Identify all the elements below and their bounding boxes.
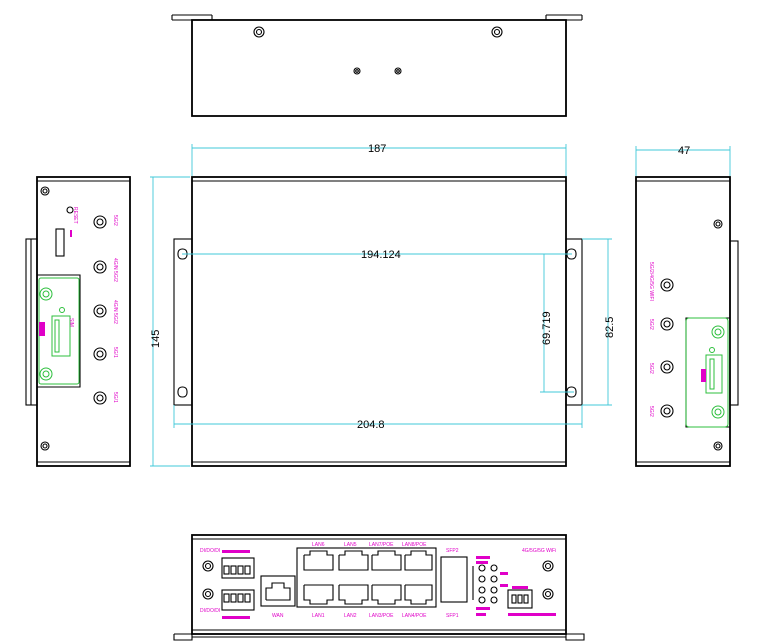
sfp2-label: SFP2 xyxy=(446,548,459,554)
left-ant-label-1: 5G/2 xyxy=(112,215,118,226)
lan7-label: LAN7/POE xyxy=(369,542,394,548)
dimension-hole-vertical-label: 69.719 xyxy=(541,311,553,345)
dimension-height-label: 145 xyxy=(150,330,162,348)
sim-label: SIM xyxy=(68,318,74,327)
lan-ports xyxy=(303,550,433,605)
left-ant-label-2: 4G/N 5G/2 xyxy=(112,258,118,282)
lan4-label: LAN4/POE xyxy=(402,613,427,619)
dimension-width-label: 187 xyxy=(368,143,386,155)
lan6-label: LAN6 xyxy=(312,542,325,548)
left-ant-label-5: 5G/1 xyxy=(112,392,118,403)
right-side-view: 47 5G/2/4G/5G WIFI 5G/2 5G/2 5G/2 xyxy=(635,145,739,467)
lan3-label: LAN3/POE xyxy=(369,613,394,619)
dimension-bracket-span-label: 204.8 xyxy=(357,419,385,431)
lan1-label: LAN1 xyxy=(312,613,325,619)
right-ant-label-1: 5G/2/4G/5G WIFI xyxy=(648,262,654,301)
status-leds xyxy=(478,564,498,604)
wan-label: WAN xyxy=(272,613,284,619)
dimension-width: 187 xyxy=(191,143,567,176)
top-view xyxy=(171,14,583,117)
right-ant-label-3: 5G/2 xyxy=(648,363,654,374)
right-ant-label-4: 5G/2 xyxy=(648,406,654,417)
left-side-view: 5G/2 4G/N 5G/2 4G/N 5G/2 5G/1 5G/1 RESET… xyxy=(25,176,131,467)
dimension-hole-span-label: 194.124 xyxy=(361,249,401,261)
right-ant-label-2: 5G/2 xyxy=(648,319,654,330)
lan8-label: LAN8/POE xyxy=(402,542,427,548)
wifi-label: 4G/5G/5G WiFi xyxy=(522,548,556,554)
rear-panel-view: DI/DO/DI DI/DO/DI WAN LAN6 xyxy=(173,534,585,641)
sfp1-label: SFP1 xyxy=(446,613,459,619)
dio-top-label: DI/DO/DI xyxy=(200,548,220,554)
dio-bottom-label: DI/DO/DI xyxy=(200,608,220,614)
left-ant-label-4: 5G/1 xyxy=(112,347,118,358)
lan5-label: LAN5 xyxy=(344,542,357,548)
lan2-label: LAN2 xyxy=(344,613,357,619)
left-ant-label-3: 4G/N 5G/2 xyxy=(112,300,118,324)
reset-label: RESET xyxy=(72,207,78,224)
dimension-depth-label: 47 xyxy=(678,145,690,157)
dimension-bracket-vertical-label: 82.5 xyxy=(604,317,616,338)
dimension-front: 145 194.124 69.719 82.5 204.8 xyxy=(150,176,616,467)
left-antenna-ports xyxy=(93,215,107,405)
